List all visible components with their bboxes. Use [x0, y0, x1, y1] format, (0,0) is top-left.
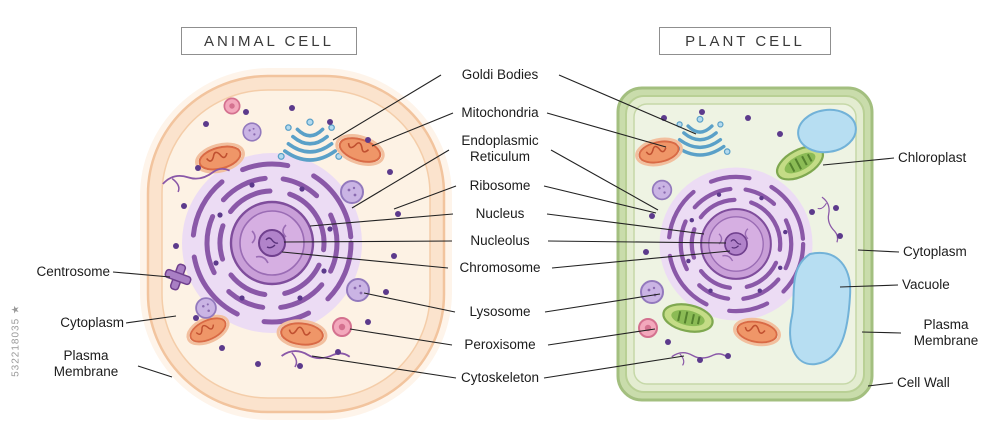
leader-line [543, 355, 685, 379]
label-cytoplasm-plant: Cytoplasm [903, 244, 967, 259]
leader-line [309, 213, 454, 227]
label-chromosome: Chromosome [459, 260, 541, 275]
leader-line [351, 149, 450, 209]
animal-peroxisome-graphic [223, 97, 241, 115]
plant-peroxisome-graphic [638, 318, 658, 338]
leader-line [311, 355, 457, 379]
leader-line [112, 271, 171, 278]
leader-line [558, 74, 697, 135]
leader-line [550, 149, 659, 211]
label-lysosome: Lysosome [469, 304, 531, 319]
leader-line [546, 112, 667, 148]
animal-ribosome-dots [173, 105, 401, 369]
animal-lysosome-graphic [195, 297, 217, 319]
leader-line [332, 74, 442, 141]
leader-line [857, 249, 900, 253]
leader-line [551, 250, 731, 269]
leader-line [125, 315, 177, 324]
leader-line [547, 240, 727, 244]
leader-lines [112, 74, 902, 387]
plant-ribosome-dots [643, 109, 843, 363]
animal-lysosome-graphic [340, 180, 364, 204]
star-icon: ★ [10, 304, 22, 315]
leader-line [546, 213, 705, 235]
leader-line [839, 284, 899, 288]
leader-line [283, 240, 453, 243]
label-peroxisome: Peroxisome [464, 337, 536, 352]
label-cytoskeleton: Cytoskeleton [460, 370, 540, 385]
label-golgi-bodies: Goldi Bodies [461, 67, 539, 82]
label-cell-wall: Cell Wall [897, 375, 950, 390]
label-endoplasmic-reticulum: Endoplasmic Reticulum [461, 133, 539, 165]
leader-line [371, 112, 454, 147]
plant-vacuole-graphic [789, 251, 852, 366]
label-nucleus: Nucleus [475, 206, 525, 221]
label-ribosome: Ribosome [469, 178, 531, 193]
leader-line [349, 328, 453, 346]
animal-lysosome-graphic [242, 122, 262, 142]
plant-lysosome-graphic [651, 179, 673, 201]
leader-line [543, 185, 657, 214]
animal-cell-title: ANIMAL CELL [181, 27, 357, 55]
label-mitochondria: Mitochondria [461, 105, 539, 120]
leader-line [822, 157, 895, 166]
animal-cell-graphic [140, 68, 452, 420]
label-chloroplast: Chloroplast [898, 150, 967, 165]
stock-watermark: 532218035 ★ [11, 291, 22, 391]
leader-line [867, 382, 894, 387]
animal-peroxisome-graphic [332, 317, 352, 337]
label-plasma-membrane-animal: Plasma Membrane [53, 348, 119, 380]
label-centrosome: Centrosome [36, 264, 110, 279]
leader-line [137, 365, 173, 378]
watermark-id: 532218035 [10, 317, 22, 377]
leader-line [393, 185, 457, 210]
leader-line [363, 292, 456, 313]
leader-line [547, 328, 656, 346]
label-plasma-membrane-plant: Plasma Membrane [913, 317, 979, 349]
label-nucleolus: Nucleolus [470, 233, 530, 248]
plant-cell-graphic [616, 86, 874, 402]
plant-lysosome-graphic [640, 280, 664, 304]
leader-line [544, 293, 661, 313]
leader-line [281, 251, 449, 269]
label-cytoplasm-animal: Cytoplasm [60, 315, 124, 330]
plant-vacuole-small-graphic [797, 108, 857, 154]
label-vacuole: Vacuole [902, 277, 950, 292]
leader-line [861, 331, 902, 334]
plant-cell-title: PLANT CELL [659, 27, 831, 55]
animal-lysosome-graphic [346, 278, 370, 302]
